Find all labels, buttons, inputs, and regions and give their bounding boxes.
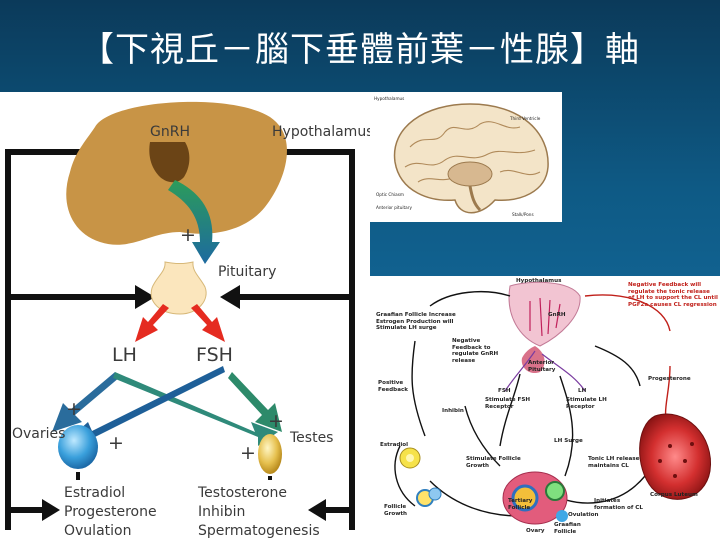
gnrh-transport-arrow <box>168 180 220 264</box>
brain-graphic <box>393 103 549 214</box>
plus-sign-testes: + <box>268 410 284 432</box>
testes-product-spermatogenesis: Spermatogenesis <box>198 523 320 539</box>
hpg-axis-diagram: GnRH Hypothalamus + Pituitary LH FSH + +… <box>0 92 374 540</box>
ovary-product-progesterone: Progesterone <box>64 504 157 520</box>
cycle-gnrh-label: GnRH <box>548 312 566 318</box>
cycle-fsh-label: FSH <box>498 388 511 394</box>
tonic-lh-label: Tonic LH release maintains CL <box>588 456 640 469</box>
slide-title: 【下視丘－腦下垂體前葉－性腺】軸 <box>80 29 640 70</box>
gonadotropin-arrows <box>52 366 282 446</box>
inhibin-label: Inhibin <box>442 408 464 414</box>
fsh-label: FSH <box>196 344 233 366</box>
testes-label: Testes <box>290 430 334 446</box>
plus-sign-ovary: + <box>66 398 82 420</box>
hypothalamus-label: Hypothalamus <box>272 124 374 140</box>
testes-product-testosterone: Testosterone <box>198 485 288 501</box>
ovary-product-estradiol: Estradiol <box>64 485 126 501</box>
cl-formation-label: Initiates formation of CL <box>594 498 643 511</box>
brain-label-third-ventricle: Third Ventricle <box>510 116 541 121</box>
brain-label-anterior-pituitary: Anterior pituitary <box>376 205 412 210</box>
plus-sign-ovary-2: + <box>108 432 124 454</box>
pituitary-output-arrows <box>135 304 225 342</box>
ovulation-label: Ovulation <box>568 512 599 518</box>
negative-feedback-right: Negative Feedback will regulate the toni… <box>628 282 718 308</box>
brain-label-optic-chiasm: Optic Chiasm <box>376 192 404 197</box>
anterior-pituitary-label: Anterior Pituitary <box>528 360 556 373</box>
lh-label: LH <box>112 344 137 366</box>
brain-sagittal-image: Hypothalamus Third Ventricle Optic Chias… <box>370 92 562 222</box>
pituitary-label: Pituitary <box>218 264 277 280</box>
graafian-follicle-label: Graafian Follicle <box>554 522 581 535</box>
graafian-note: Graafian Follicle Increase Estrogen Prod… <box>376 312 456 331</box>
ovary-product-ovulation: Ovulation <box>64 523 132 539</box>
gnrh-neuron-shape <box>149 142 190 183</box>
cycle-progesterone-label: Progesterone <box>648 376 691 382</box>
ovarian-cycle-diagram: Hypothalamus GnRH Graafian Follicle Incr… <box>370 276 720 540</box>
lh-note: Stimulate LH Receptor <box>566 397 607 410</box>
cycle-graphic <box>394 281 712 525</box>
cycle-lh-label: LH <box>578 388 587 394</box>
negative-feedback-left: Negative Feedback to regulate GnRH relea… <box>452 338 499 364</box>
cycle-estradiol-label: Estradiol <box>380 442 409 448</box>
testes-product-inhibin: Inhibin <box>198 504 246 520</box>
gnrh-label: GnRH <box>150 124 190 140</box>
ovary-shape <box>58 425 98 469</box>
follicle-growth-label: Follicle Growth <box>384 504 408 517</box>
lh-surge-label: LH Surge <box>554 438 583 444</box>
ovaries-label: Ovaries <box>12 426 66 442</box>
positive-feedback-label: Positive Feedback <box>378 380 409 393</box>
fsh-note: Stimulate FSH Receptor <box>485 397 531 410</box>
corpus-luteum-label: Corpus Luteum <box>650 492 698 498</box>
stimulate-growth-label: Stimulate Follicle Growth <box>466 456 521 469</box>
plus-sign-gnrh: + <box>180 224 196 246</box>
ovary-label: Ovary <box>526 528 545 534</box>
inner-arrows <box>76 472 272 480</box>
brain-label-stalk: Stalk/Pons <box>512 212 534 217</box>
plus-sign-testes-2: + <box>240 442 256 464</box>
brain-label-hypothalamus: Hypothalamus <box>374 96 405 101</box>
cycle-hypothalamus-label: Hypothalamus <box>516 278 562 284</box>
testes-shape <box>258 434 282 474</box>
tertiary-follicle-label: Tertiary Follicle <box>508 498 533 511</box>
pituitary-shape <box>150 261 207 315</box>
hpg-axis-graphic <box>5 101 355 530</box>
